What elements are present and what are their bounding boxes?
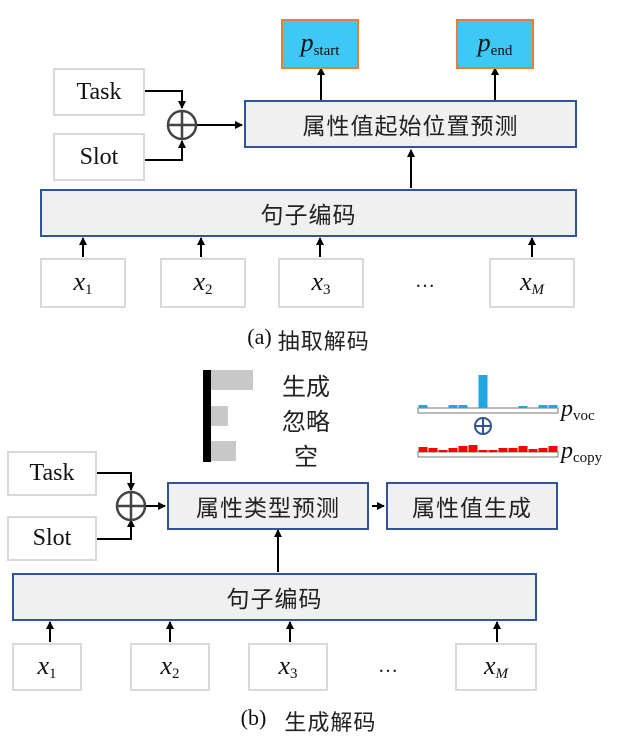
type-legend-chart [203,370,253,462]
legend-label-empty: 空 [294,443,318,471]
slot-label-b: Slot [32,525,72,551]
slot-connector-a [145,140,186,161]
copy-bar [528,449,538,452]
voc-bar [458,405,468,408]
copy-bar [518,446,528,452]
caption-b: (b) 生成解码 [240,705,377,736]
attribute-position-predict-box: 属性值起始位置预测 [244,100,577,148]
legend-bar-ignore [211,406,228,426]
copy-bar [448,448,458,452]
input-token-b: x2 [130,643,210,691]
voc-bar [518,406,528,408]
type-legend-labels: 生成 忽略 空 [268,370,344,475]
copy-bar [438,450,448,452]
p-end-label: pend [477,28,513,59]
attribute-type-predict-box: 属性类型预测 [167,482,369,530]
p-copy-label: pcopy [561,438,603,466]
copy-bar [468,445,478,452]
input-token-a: x3 [278,258,364,308]
input-token-b: xM [455,643,537,691]
copy-bar [548,446,558,452]
task-box-a: Task [53,68,145,116]
value-gen-label: 属性值生成 [412,496,532,522]
legend-bar-generate [211,370,253,390]
copy-distribution [417,445,559,458]
voc-distribution [417,375,559,414]
oplus-icon-b [115,490,147,522]
copy-bar [538,448,548,452]
input-token-b: x1 [12,643,82,691]
oplus-icon-dist [474,417,492,435]
voc-bar [548,405,558,408]
type-predict-label: 属性类型预测 [196,496,340,522]
attribute-value-generate-box: 属性值生成 [386,482,558,530]
copy-bar [418,447,428,452]
p-voc-label: pvoc [561,396,595,424]
voc-bar [478,375,488,408]
slot-box-a: Slot [53,133,145,181]
p-end-box: pend [456,19,534,69]
copy-bar [478,450,488,452]
legend-axis [203,370,211,462]
task-label-b: Task [29,460,75,486]
copy-bar [428,448,438,452]
p-start-label: pstart [300,28,340,59]
copy-bar [508,448,518,452]
caption-a: (a) 抽取解码 [247,324,370,355]
legend-label-generate: 生成 [282,373,330,401]
copy-bar [458,446,468,452]
slot-connector-b [97,519,135,540]
predict-box-label: 属性值起始位置预测 [302,114,519,140]
task-label-a: Task [76,78,122,105]
task-box-b: Task [7,451,97,496]
slot-box-b: Slot [7,516,97,561]
task-connector-a [145,90,186,109]
oplus-icon-a [166,109,198,141]
encoder-label-b: 句子编码 [226,587,323,613]
input-token-a: xM [489,258,575,308]
legend-label-ignore: 忽略 [282,408,330,436]
input-token-a: x2 [160,258,246,308]
encoder-label-a: 句子编码 [260,203,357,229]
copy-bar [488,450,498,452]
sentence-encoder-b: 句子编码 [12,573,537,621]
p-start-box: pstart [281,19,359,69]
ellipsis-a: … [415,270,435,292]
slot-label-a: Slot [79,143,119,170]
voc-bar [418,405,428,408]
ellipsis-b: … [378,655,398,677]
input-token-b: x3 [248,643,328,691]
voc-bar [448,405,458,408]
input-token-a: x1 [40,258,126,308]
sentence-encoder-a: 句子编码 [40,189,577,237]
task-connector-b [97,472,135,491]
copy-bar [498,448,508,452]
voc-bar [538,405,548,408]
legend-bar-empty [211,441,236,461]
